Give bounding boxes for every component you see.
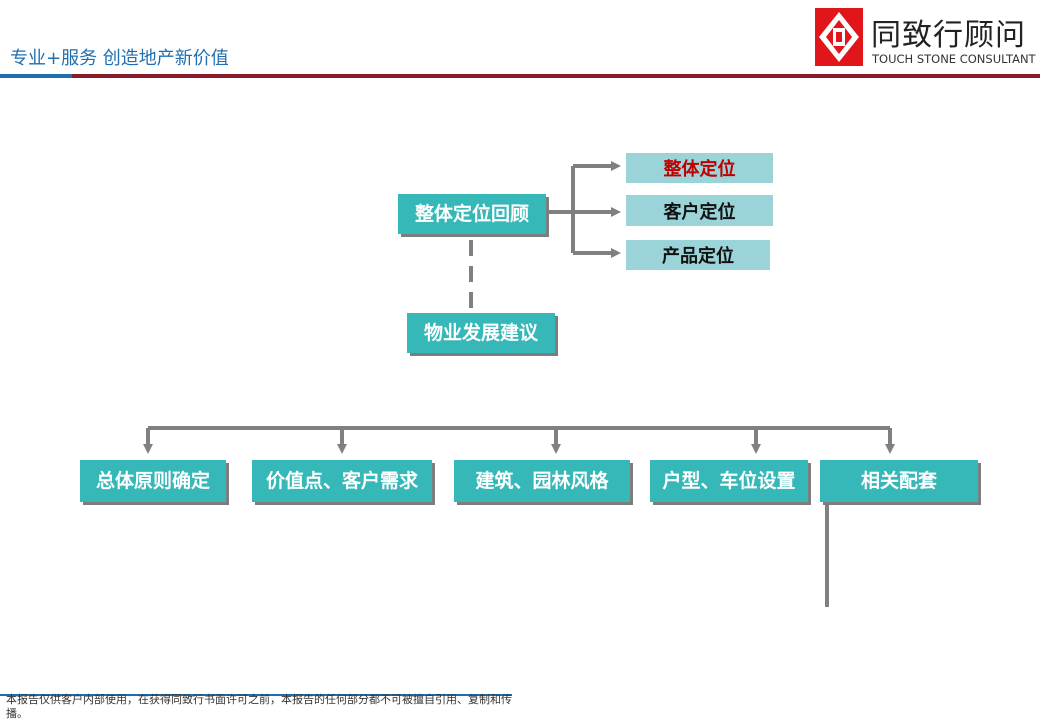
positioning-review-box: 整体定位回顾 [398, 194, 546, 234]
advice-item-unit: 户型、车位设置 [650, 460, 808, 502]
advice-item-value: 价值点、客户需求 [252, 460, 432, 502]
development-advice-box: 物业发展建议 [407, 313, 555, 353]
logo-chinese-name: 同致行顾问 [871, 18, 1026, 53]
slogan: 专业+服务 创造地产新价值 [10, 48, 229, 69]
logo-mark-icon [815, 8, 863, 66]
advice-item-principle: 总体原则确定 [80, 460, 226, 502]
product-positioning-box: 产品定位 [626, 240, 770, 270]
advice-item-style: 建筑、园林风格 [454, 460, 630, 502]
advice-item-facility: 相关配套 [820, 460, 978, 502]
header-rule-accent [0, 74, 72, 78]
footer-rule [0, 694, 512, 696]
overall-positioning-box: 整体定位 [626, 153, 773, 183]
logo-english-name: TOUCH STONE CONSULTANT [872, 52, 1036, 66]
company-logo: 同致行顾问 TOUCH STONE CONSULTANT [815, 8, 1036, 68]
header-rule [0, 74, 1040, 78]
customer-positioning-box: 客户定位 [626, 195, 773, 226]
confidentiality-note: 本报告仅供客户内部使用，在获得同致行书面许可之前，本报告的任何部分都不可被擅自引… [6, 693, 512, 720]
